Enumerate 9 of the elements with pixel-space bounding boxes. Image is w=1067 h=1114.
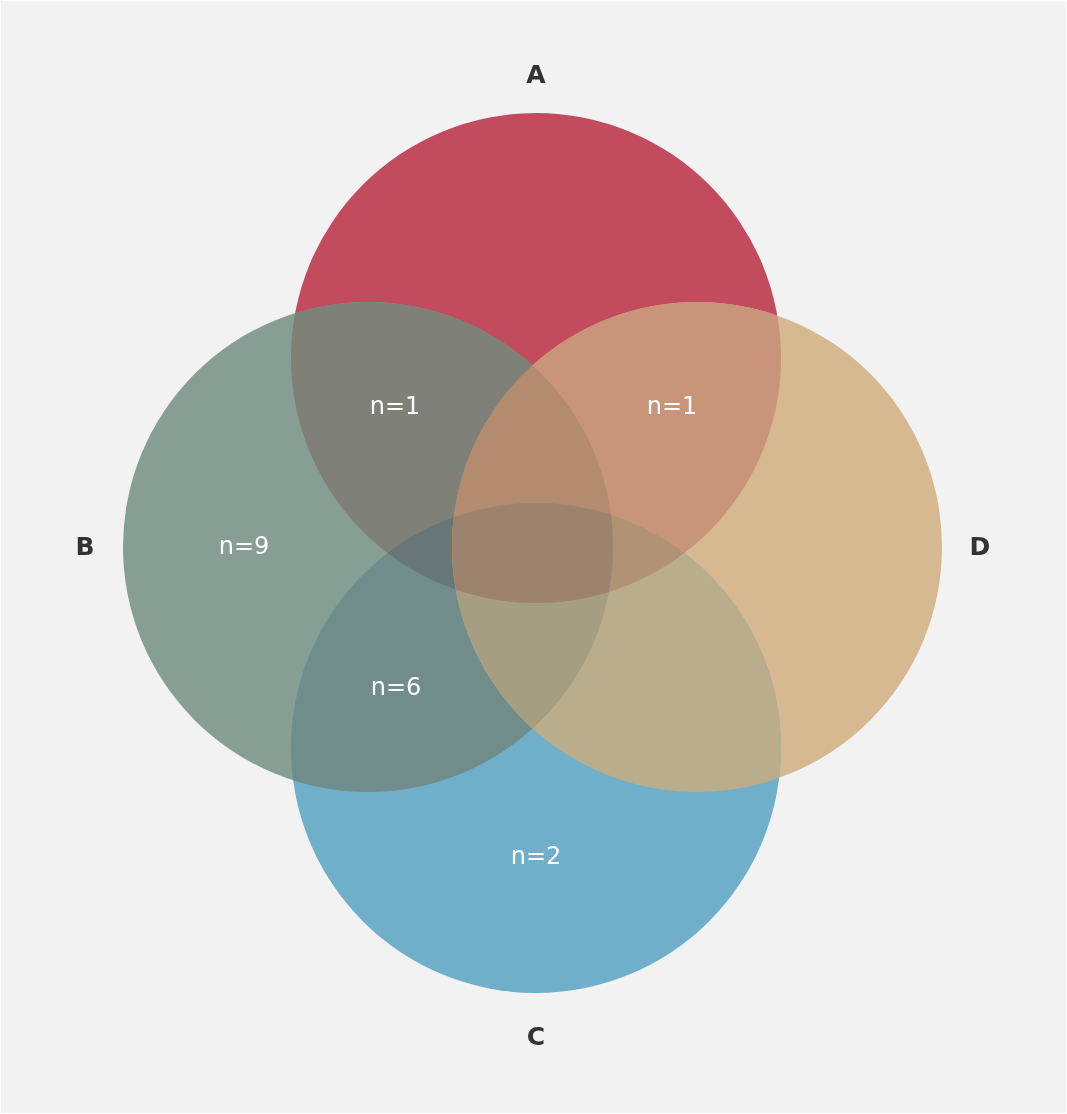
- set-label: C: [526, 1023, 546, 1049]
- count-label: n=9: [218, 534, 270, 558]
- count-label: n=6: [370, 675, 422, 699]
- set-label: B: [75, 533, 95, 559]
- count-label: n=1: [369, 394, 421, 418]
- set-label: A: [526, 61, 546, 87]
- count-label: n=2: [510, 844, 562, 868]
- count-label: n=1: [646, 394, 698, 418]
- set-label: D: [969, 533, 991, 559]
